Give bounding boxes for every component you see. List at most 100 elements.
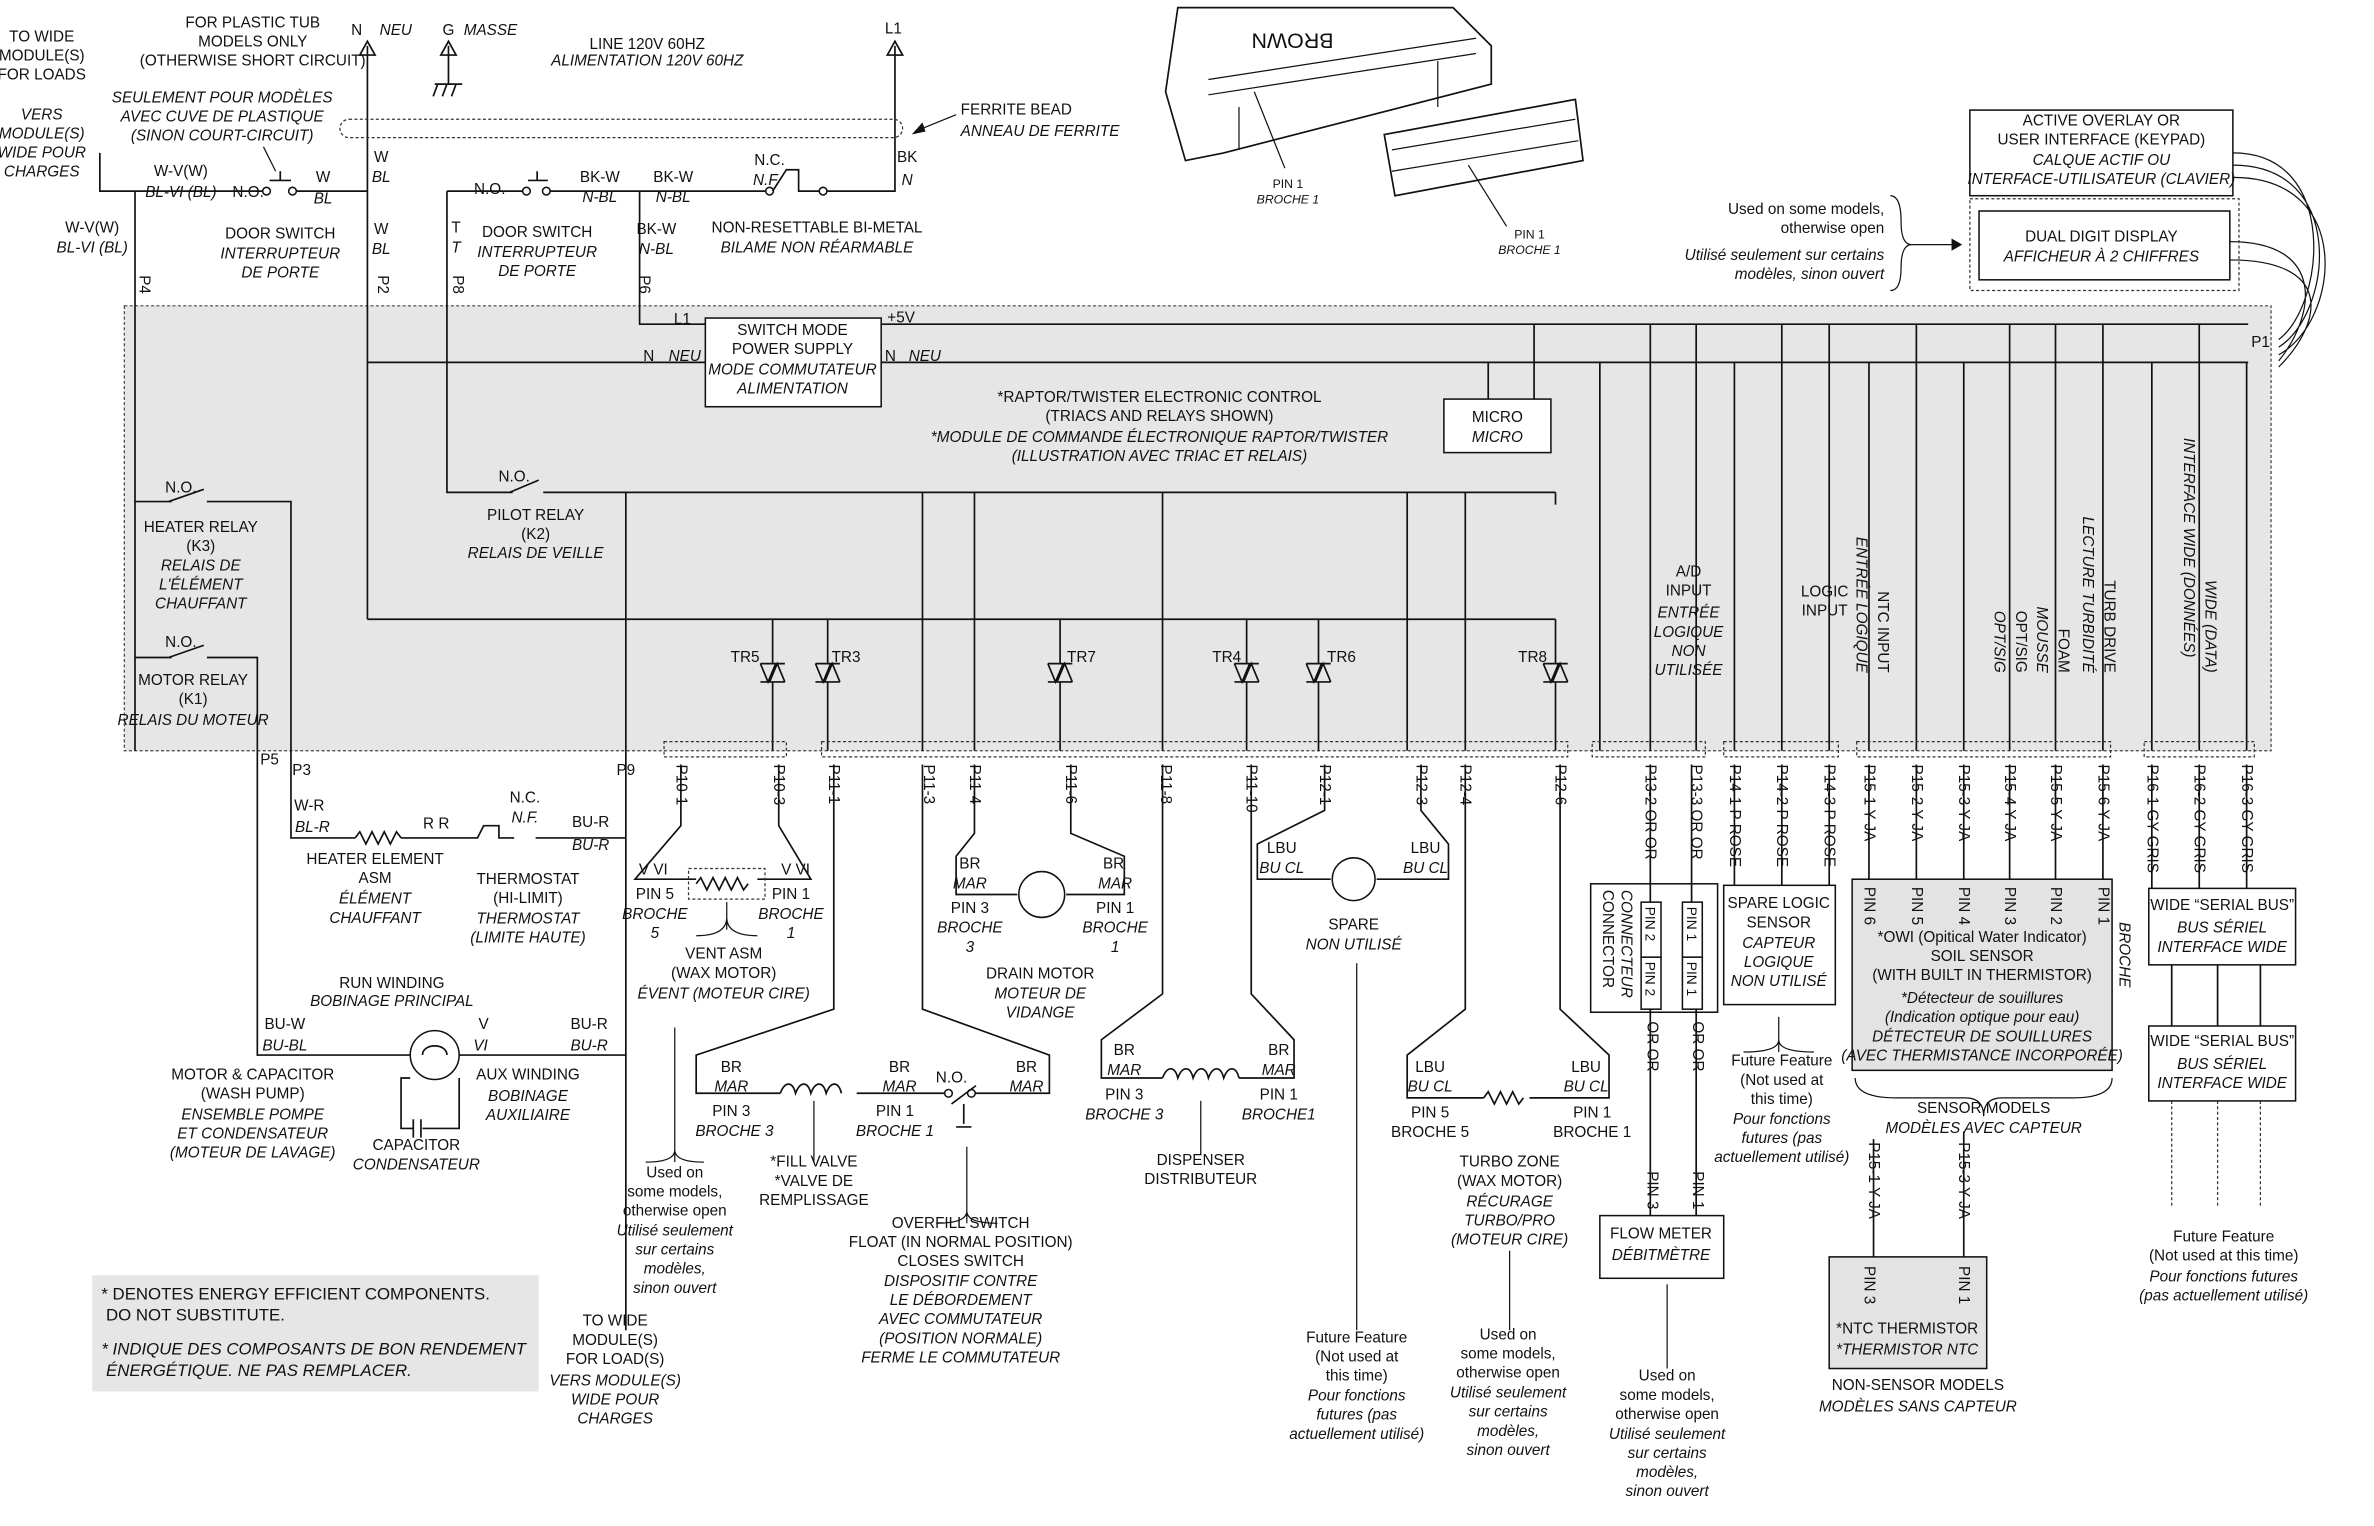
pilot_relay-en-label: PILOT RELAY(K2) xyxy=(487,507,584,543)
opt_sig-en-label: OPT/SIG xyxy=(2012,611,2029,673)
label-line: P9 xyxy=(616,762,635,779)
label-line: WIDE “SERIAL BUS” xyxy=(2150,1033,2294,1050)
label-line: BU-R xyxy=(572,837,609,854)
label-line: INTERRUPTEUR xyxy=(220,245,340,262)
label-line: PIN 1 xyxy=(2094,887,2111,925)
fill_pin1-en-label: PIN 1 xyxy=(876,1103,914,1120)
serial-bus-box-1 xyxy=(2148,887,2297,966)
label-line: UTILISÉE xyxy=(1655,662,1724,679)
spare-logic-sensor-box xyxy=(1722,884,1837,1006)
label-line: P11-8 xyxy=(1157,765,1174,805)
label-line: P14-2 P ROSE xyxy=(1773,765,1790,867)
label-line: N-BL xyxy=(639,241,674,258)
label-line: BROCHE 5 xyxy=(1391,1124,1469,1141)
turbo-en-label: TURBO ZONE(WAX MOTOR) xyxy=(1457,1154,1562,1190)
pins-22-label: P15-6 Y JA xyxy=(2094,765,2111,843)
pin1_a-en-label: PIN 1 xyxy=(1273,177,1304,191)
label-line: MODÈLES AVEC CAPTEUR xyxy=(1885,1120,2081,1137)
plus5v-en-label: +5V xyxy=(887,310,915,327)
ferrite-fr-label: ANNEAU DE FERRITE xyxy=(960,123,1121,140)
soil_pins-5-label: PIN 1 xyxy=(2094,887,2111,925)
drain-en-label: DRAIN MOTOR xyxy=(986,966,1094,983)
p4-en-label: P4 xyxy=(136,275,153,294)
label-line: W-V(W) xyxy=(154,163,208,180)
power-wiring xyxy=(98,39,2326,751)
pins-2-label: P11-1 xyxy=(825,765,842,805)
label-line: CHARGES xyxy=(577,1411,653,1428)
label-line: A/D xyxy=(1676,563,1701,580)
label-line: INPUT xyxy=(1802,602,1848,619)
label-line: CONNECTOR xyxy=(1599,890,1616,988)
used_display-en-label: Used on some models,otherwise open xyxy=(1728,201,1884,237)
pins-5-label: P11-6 xyxy=(1062,765,1079,805)
label-line: MICRO xyxy=(1472,429,1523,446)
label-line: INTERFACE WIDE xyxy=(2157,939,2287,956)
label-line: ÉVENT (MOTEUR CIRE) xyxy=(638,985,810,1002)
label-line: (pas actuellement utilisé) xyxy=(2139,1287,2308,1304)
label-line: P11-3 xyxy=(920,765,937,805)
no_2-en-label: N.O. xyxy=(474,181,505,198)
label-line: this time) xyxy=(1751,1091,1813,1108)
bur_2-en-label: BU-R xyxy=(570,1016,607,1033)
ground-icon xyxy=(432,39,463,97)
label-line: BROCHE xyxy=(622,906,688,923)
v_vi_motor-en-label: V xyxy=(479,1016,490,1033)
label-line: INTERRUPTEUR xyxy=(477,244,597,261)
label-line: +5V xyxy=(887,310,915,327)
pilot_no-en-label: N.O. xyxy=(499,469,530,486)
label-line: FERME LE COMMUTATEUR xyxy=(861,1349,1060,1366)
label-line: SENSOR xyxy=(1746,914,1811,931)
active-overlay-box xyxy=(1969,109,2234,197)
micro-en-label: MICRO xyxy=(1472,409,1523,426)
label-line: USER INTERFACE (KEYPAD) xyxy=(1998,131,2206,148)
label-line: VENT ASM xyxy=(685,946,762,963)
label-line: ALIMENTATION 120V 60HZ xyxy=(550,53,744,70)
label-line: (K1) xyxy=(179,691,208,708)
serial-bus-box-2 xyxy=(2148,1025,2297,1102)
label-line: DISTRIBUTEUR xyxy=(1144,1171,1257,1188)
label-line: BU-R xyxy=(570,1016,607,1033)
nc_bimetal-en-label: N.C. xyxy=(754,152,785,169)
label-line: RELAIS DE xyxy=(161,557,242,574)
label-line: MAR xyxy=(953,875,987,892)
label-line: PIN 1 xyxy=(1273,177,1304,191)
label-line: V VI xyxy=(639,862,668,879)
pins-12-label: P13-2 OR OR xyxy=(1642,765,1659,860)
pins-18-label: P15-2 Y JA xyxy=(1908,765,1925,843)
label-line: MAR xyxy=(714,1079,748,1096)
label-line: ASM xyxy=(359,870,392,887)
label-line: P16-2 GY GRIS xyxy=(2191,765,2208,873)
label-line: WIDE “SERIAL BUS” xyxy=(2150,897,2294,914)
label-line: L1 xyxy=(674,311,691,328)
label-line: BU-W xyxy=(264,1016,305,1033)
label-line: MODE COMMUTATEUR xyxy=(708,362,876,379)
label-line: W-V(W) xyxy=(65,219,119,236)
nc_bimetal-fr-label: N.F. xyxy=(753,172,780,189)
pin1_a-fr-label: BROCHE 1 xyxy=(1257,192,1319,206)
label-line: modèles, xyxy=(1636,1464,1698,1481)
fill_pin1-fr-label: BROCHE 1 xyxy=(856,1123,934,1140)
label-line: BROCHE 1 xyxy=(1498,243,1560,257)
soil-sensor-box xyxy=(1851,878,2113,1072)
label-line: (OTHERWISE SHORT CIRCUIT) xyxy=(140,53,366,70)
label-line: MAR xyxy=(1107,1062,1141,1079)
label-line: Future Feature xyxy=(1306,1330,1407,1347)
label-line: CALQUE ACTIF OU xyxy=(2033,152,2172,169)
label-line: DOOR SWITCH xyxy=(225,226,335,243)
label-line: *VALVE DE xyxy=(775,1173,853,1190)
label-line: PIN 3 xyxy=(1105,1086,1143,1103)
label-line: P12-1 xyxy=(1316,765,1333,806)
pins-25-label: P16-3 GY GRIS xyxy=(2238,765,2255,873)
label-line: P16-1 GY GRIS xyxy=(2143,765,2160,873)
label-line: INPUT xyxy=(1666,583,1712,600)
pins-23-label: P16-1 GY GRIS xyxy=(2143,765,2160,873)
label-line: (K3) xyxy=(186,538,215,555)
